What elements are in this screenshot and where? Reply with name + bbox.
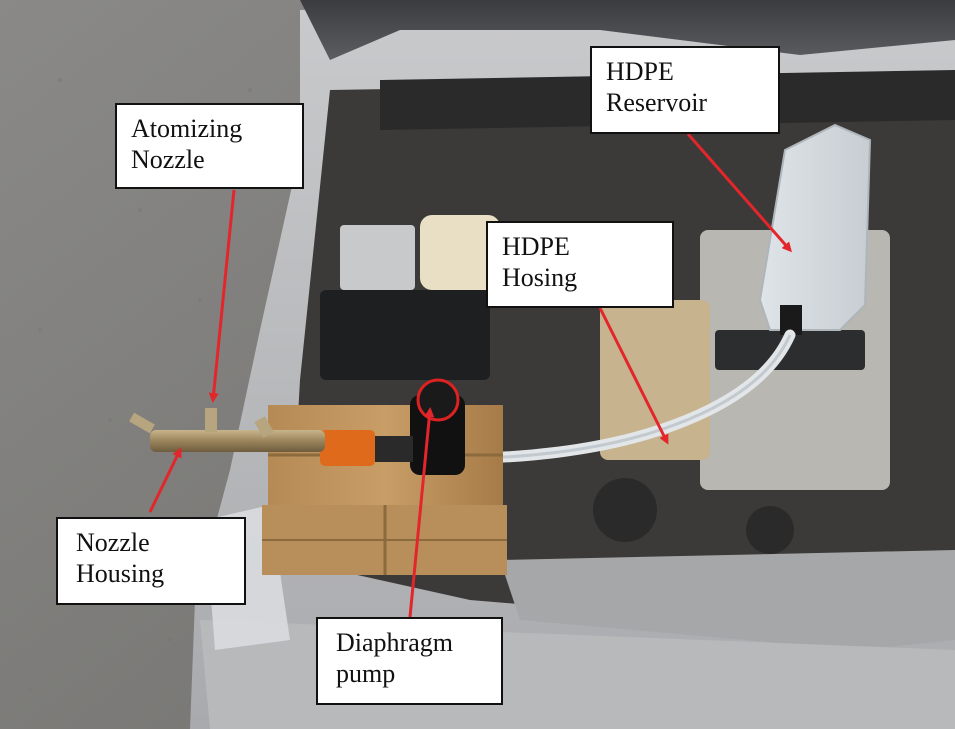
battery-cover (320, 290, 490, 380)
fuse-box-panel (340, 225, 415, 290)
atomizing-nozzle-label: Atomizing Nozzle (115, 103, 304, 189)
engine-pulley-left (593, 478, 657, 542)
hdpe-reservoir-label: HDPE Reservoir (590, 46, 780, 134)
radiator-support (500, 550, 955, 650)
hdpe-hosing-label: HDPE Hosing (486, 221, 674, 308)
valve-cover-label (715, 330, 865, 370)
open-hood (300, 0, 955, 60)
nozzle-housing-label: Nozzle Housing (56, 517, 246, 605)
coolant-tank (420, 215, 500, 290)
nozzle-housing-pipe (129, 408, 325, 452)
diaphragm-pump-label: Diaphragm pump (316, 617, 503, 705)
engine-pulley-right (746, 506, 794, 554)
